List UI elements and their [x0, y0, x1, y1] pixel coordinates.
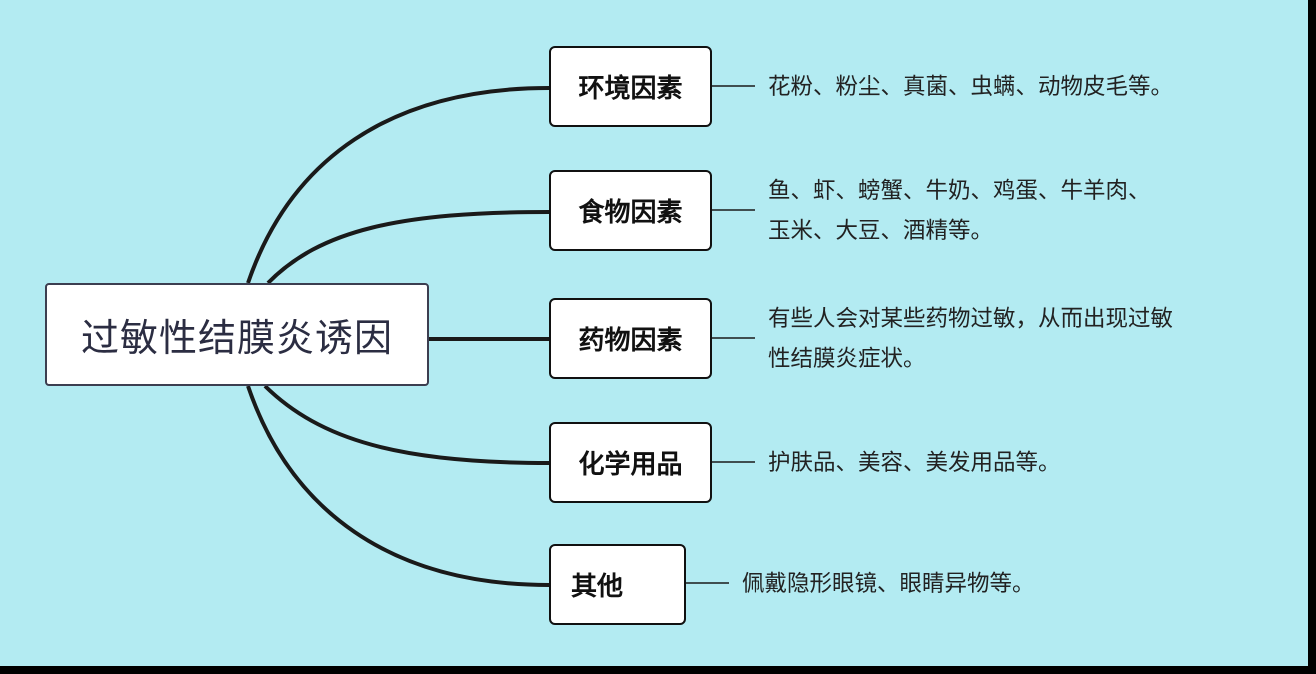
description-line: 性结膜炎症状。: [768, 346, 926, 372]
description-line: 鱼、虾、螃蟹、牛奶、鸡蛋、牛羊肉、: [768, 178, 1151, 204]
description-line: 有些人会对某些药物过敏，从而出现过敏: [768, 306, 1174, 332]
branch-other-label: 其他: [571, 572, 624, 602]
branch-drug-description: 有些人会对某些药物过敏，从而出现过敏 性结膜炎症状。: [768, 299, 1173, 379]
branch-chemical-description: 护肤品、美容、美发用品等。: [768, 443, 1061, 483]
description-line: 护肤品、美容、美发用品等。: [768, 450, 1061, 476]
root-topic[interactable]: 过敏性结膜炎诱因: [45, 283, 429, 386]
connector-root-to-environment: [246, 86, 550, 284]
branch-drug[interactable]: 药物因素: [549, 298, 712, 379]
branch-food[interactable]: 食物因素: [549, 170, 712, 251]
branch-food-label: 食物因素: [578, 198, 683, 228]
branch-chemical-label: 化学用品: [578, 450, 683, 480]
branch-other-description: 佩戴隐形眼镜、眼睛异物等。: [742, 564, 1035, 604]
branch-drug-label: 药物因素: [578, 326, 683, 356]
branch-food-description: 鱼、虾、螃蟹、牛奶、鸡蛋、牛羊肉、 玉米、大豆、酒精等。: [768, 171, 1151, 251]
branch-environment[interactable]: 环境因素: [549, 46, 712, 127]
connector-root-to-chemical: [263, 384, 550, 465]
description-line: 佩戴隐形眼镜、眼睛异物等。: [742, 571, 1035, 597]
branch-other[interactable]: 其他: [549, 544, 686, 625]
root-topic-label: 过敏性结膜炎诱因: [80, 316, 393, 360]
description-line: 玉米、大豆、酒精等。: [768, 218, 994, 244]
connector-root-to-food: [266, 210, 550, 285]
branch-environment-description: 花粉、粉尘、真菌、虫螨、动物皮毛等。: [768, 67, 1173, 107]
branch-environment-label: 环境因素: [578, 74, 683, 104]
branch-chemical[interactable]: 化学用品: [549, 422, 712, 503]
description-line: 花粉、粉尘、真菌、虫螨、动物皮毛等。: [768, 74, 1174, 100]
connector-root-to-other: [246, 385, 550, 587]
